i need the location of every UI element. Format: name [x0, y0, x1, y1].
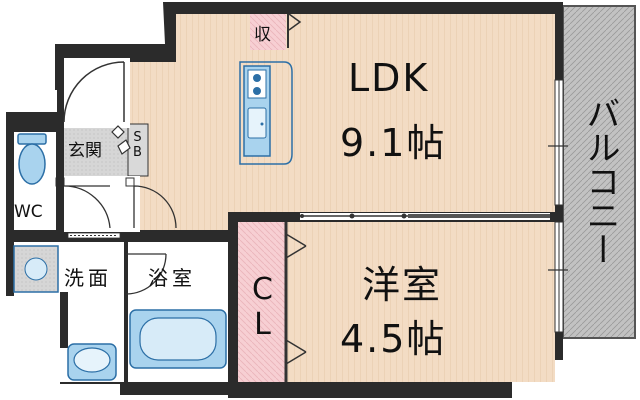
corridor-door[interactable]	[133, 185, 177, 229]
ldk-size-label: 9.1帖	[340, 121, 447, 165]
balcony-label: バルコニー	[580, 96, 620, 266]
western-room-size-label: 4.5帖	[340, 317, 447, 361]
ldk-floor	[128, 14, 555, 230]
bathroom-door[interactable]	[125, 253, 167, 295]
toilet-door[interactable]	[63, 185, 111, 229]
bathtub	[129, 309, 227, 369]
entry-door[interactable]	[63, 61, 125, 123]
entrance-label: 玄関	[68, 141, 102, 161]
closet-label: CL	[245, 272, 280, 342]
kitchen-counter	[239, 61, 293, 165]
washroom-label: 洗面	[64, 266, 112, 290]
storage-label: 収	[254, 25, 271, 45]
toilet-fixture	[17, 133, 47, 185]
balcony-area	[562, 5, 636, 339]
western-room-label: 洋室	[362, 263, 443, 307]
closet-area	[238, 222, 286, 382]
toilet-label: WC	[14, 202, 43, 222]
ldk-label: LDK	[348, 56, 430, 100]
wash-basin	[67, 343, 117, 381]
bathroom-label: 浴室	[148, 266, 196, 290]
shoe-box-label: SB	[130, 130, 145, 160]
western-room-floor	[286, 222, 555, 382]
storage-area	[250, 14, 286, 50]
